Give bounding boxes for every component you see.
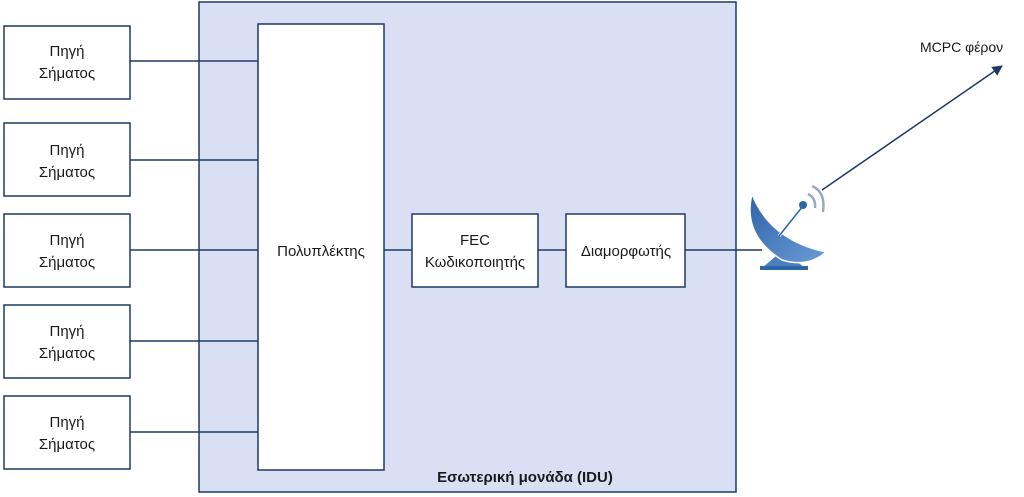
carrier-label: MCPC φέρον	[920, 39, 1003, 55]
signal-source-5-line1: Πηγή	[49, 414, 84, 431]
satellite-dish-icon	[749, 184, 828, 270]
signal-source-3-line1: Πηγή	[49, 232, 84, 249]
signal-source-4-line2: Σήματος	[39, 345, 95, 362]
signal-source-1-line2: Σήματος	[39, 65, 95, 82]
signal-source-1: Πηγή Σήματος	[3, 25, 131, 100]
signal-source-4: Πηγή Σήματος	[3, 304, 131, 379]
multiplexer-label: Πολυπλέκτης	[277, 243, 365, 260]
idu-label: Εσωτερική μονάδα (IDU)	[437, 469, 613, 486]
signal-source-2: Πηγή Σήματος	[3, 122, 131, 197]
fec-encoder-line1: FEC	[460, 232, 490, 249]
signal-source-5: Πηγή Σήματος	[3, 395, 131, 470]
modulator-block: Διαμορφωτής	[565, 213, 686, 288]
fec-encoder-line2: Κωδικοποιητής	[425, 254, 525, 271]
carrier-arrow	[821, 65, 1003, 191]
signal-source-1-line1: Πηγή	[49, 43, 84, 60]
signal-source-3: Πηγή Σήματος	[3, 213, 131, 288]
signal-source-2-line1: Πηγή	[49, 142, 84, 159]
signal-source-5-line2: Σήματος	[39, 436, 95, 453]
signal-source-4-line1: Πηγή	[49, 323, 84, 340]
signal-source-3-line2: Σήματος	[39, 254, 95, 271]
multiplexer-block: Πολυπλέκτης	[257, 23, 385, 471]
modulator-label: Διαμορφωτής	[581, 243, 671, 260]
signal-source-2-line2: Σήματος	[39, 164, 95, 181]
fec-encoder-block: FEC Κωδικοποιητής	[411, 213, 539, 288]
